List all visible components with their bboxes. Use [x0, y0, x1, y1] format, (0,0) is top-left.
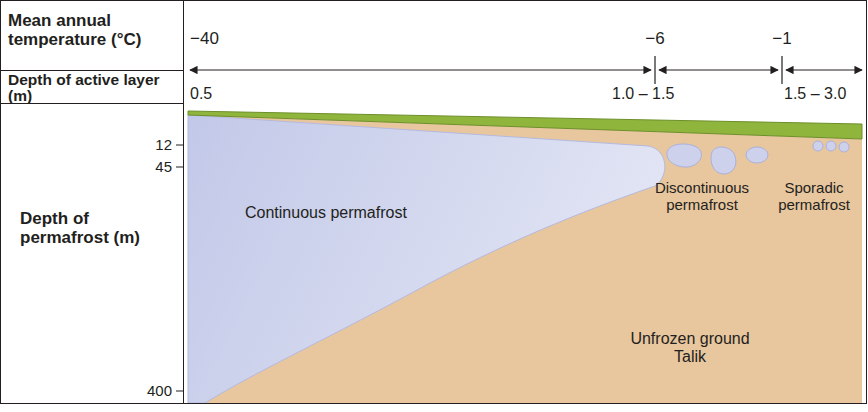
depth-value: 1.5 – 3.0 — [784, 85, 846, 103]
depth-tick-label: 12 — [155, 137, 172, 154]
unfrozen-ground — [188, 115, 862, 403]
sporadic-patches — [813, 141, 849, 152]
row-heading: Mean annual temperature (°C) — [8, 12, 178, 49]
depth-tick-label: 400 — [147, 383, 172, 400]
depth-value: 1.0 – 1.5 — [612, 85, 674, 103]
axis-heading: Depth of permafrost (m) — [20, 210, 160, 247]
zone-label: Unfrozen ground Talik — [620, 330, 760, 365]
continuous-permafrost — [188, 115, 665, 403]
depth-value: 0.5 — [190, 85, 212, 103]
row-heading: Depth of active layer (m) — [8, 72, 178, 104]
zone-label: Sporadic permafrost — [771, 180, 857, 213]
discontinuous-patches — [667, 144, 768, 174]
zone-label: Continuous permafrost — [245, 204, 407, 222]
zone-label: Discontinuous permafrost — [641, 180, 763, 213]
range-arrows — [190, 56, 862, 84]
depth-tick-label: 45 — [155, 159, 172, 176]
frame — [1, 1, 867, 404]
active-layer — [188, 111, 862, 139]
temperature-value: −6 — [645, 30, 664, 49]
temperature-value: −1 — [772, 30, 791, 49]
column-divider — [183, 0, 184, 404]
temperature-value: −40 — [190, 30, 219, 49]
depth-ticks — [176, 145, 183, 391]
row-divider — [0, 70, 183, 71]
